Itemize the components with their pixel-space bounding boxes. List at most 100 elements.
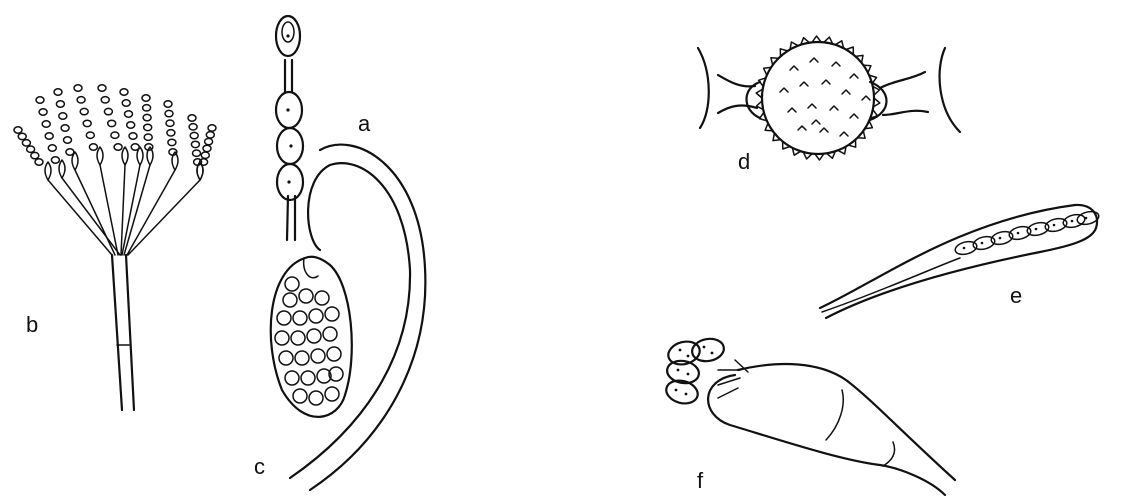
- conidium: [205, 138, 213, 144]
- nucleus: [1053, 224, 1056, 227]
- conidium: [89, 144, 97, 150]
- conidium: [18, 133, 26, 139]
- drawing-d-zygospore: [698, 36, 960, 160]
- label-a: a: [358, 111, 371, 136]
- conidium: [165, 110, 173, 116]
- conidium: [144, 124, 152, 130]
- conidium: [98, 85, 106, 91]
- spore: [309, 309, 323, 323]
- conidium: [190, 132, 198, 138]
- conidium: [39, 109, 47, 115]
- phialide: [59, 160, 65, 178]
- wart: [790, 66, 798, 70]
- conidium: [114, 144, 122, 150]
- spore: [293, 311, 307, 325]
- conidium: [127, 122, 135, 128]
- wart: [788, 108, 796, 112]
- wart: [850, 74, 858, 78]
- spore: [325, 307, 339, 321]
- conidium: [120, 89, 128, 95]
- conidium: [86, 132, 94, 138]
- spore: [275, 331, 289, 345]
- spore: [279, 351, 293, 365]
- spore: [323, 327, 337, 341]
- conidium: [111, 132, 119, 138]
- conidium: [59, 113, 67, 119]
- phialide: [97, 147, 103, 165]
- conidium: [61, 125, 69, 131]
- conidium: [56, 101, 64, 107]
- conidium: [108, 120, 116, 126]
- conidium: [143, 114, 151, 120]
- drawing-a-spore-chain: [276, 16, 303, 240]
- label-d: d: [738, 149, 750, 174]
- conidium: [64, 137, 72, 143]
- wart: [862, 96, 870, 100]
- conidium: [54, 89, 62, 95]
- spore: [315, 291, 329, 305]
- wart: [830, 106, 838, 110]
- drawing-b-conidiophore: [14, 85, 216, 410]
- spore-dot: [703, 346, 706, 349]
- wart: [812, 120, 820, 124]
- spore: [307, 329, 321, 343]
- conidium: [208, 125, 216, 131]
- wart: [808, 104, 816, 108]
- conidium: [206, 132, 214, 138]
- spore-dot: [675, 389, 678, 392]
- wart: [810, 58, 818, 62]
- label-b: b: [26, 312, 38, 337]
- conidium: [66, 149, 74, 155]
- spore: [277, 311, 291, 325]
- spore-dot: [677, 369, 680, 372]
- spore: [293, 389, 307, 403]
- spore: [327, 347, 341, 361]
- nucleus: [1085, 217, 1088, 220]
- conidium: [164, 101, 172, 107]
- spore: [311, 349, 325, 363]
- label-c: c: [254, 454, 265, 479]
- phialide: [45, 162, 51, 180]
- conidium: [101, 97, 109, 103]
- conidium: [142, 95, 150, 101]
- spore: [301, 371, 315, 385]
- wart: [820, 128, 828, 132]
- spore-dot: [687, 355, 690, 358]
- conidium: [83, 120, 91, 126]
- conidium: [201, 152, 209, 158]
- spore: [283, 293, 297, 307]
- conidium: [167, 130, 175, 136]
- conidium: [80, 108, 88, 114]
- conidium: [166, 120, 174, 126]
- drawing-e-ascus: [820, 205, 1100, 318]
- spore: [325, 387, 339, 401]
- nucleus: [999, 237, 1002, 240]
- conidium: [14, 127, 22, 133]
- conidium: [193, 150, 201, 156]
- spore-dot: [687, 373, 690, 376]
- conidium: [144, 134, 152, 140]
- drawing-f-basidium: [664, 336, 955, 495]
- conidium: [31, 152, 39, 158]
- conidium: [122, 100, 130, 106]
- conidium: [125, 111, 133, 117]
- nucleus: [1035, 228, 1038, 231]
- conidium: [168, 139, 176, 145]
- conidium: [45, 133, 53, 139]
- nucleus: [981, 242, 984, 245]
- conidium: [36, 97, 44, 103]
- nucleus: [963, 247, 966, 250]
- conidium: [188, 115, 196, 121]
- conidium: [143, 105, 151, 111]
- conidium: [77, 97, 85, 103]
- spore: [295, 351, 309, 365]
- conidium: [42, 121, 50, 127]
- wart: [798, 126, 806, 130]
- wart: [840, 132, 848, 136]
- conidium: [191, 141, 199, 147]
- label-f: f: [697, 468, 704, 493]
- conidium: [48, 145, 56, 151]
- spore: [285, 277, 299, 291]
- wart: [832, 62, 840, 66]
